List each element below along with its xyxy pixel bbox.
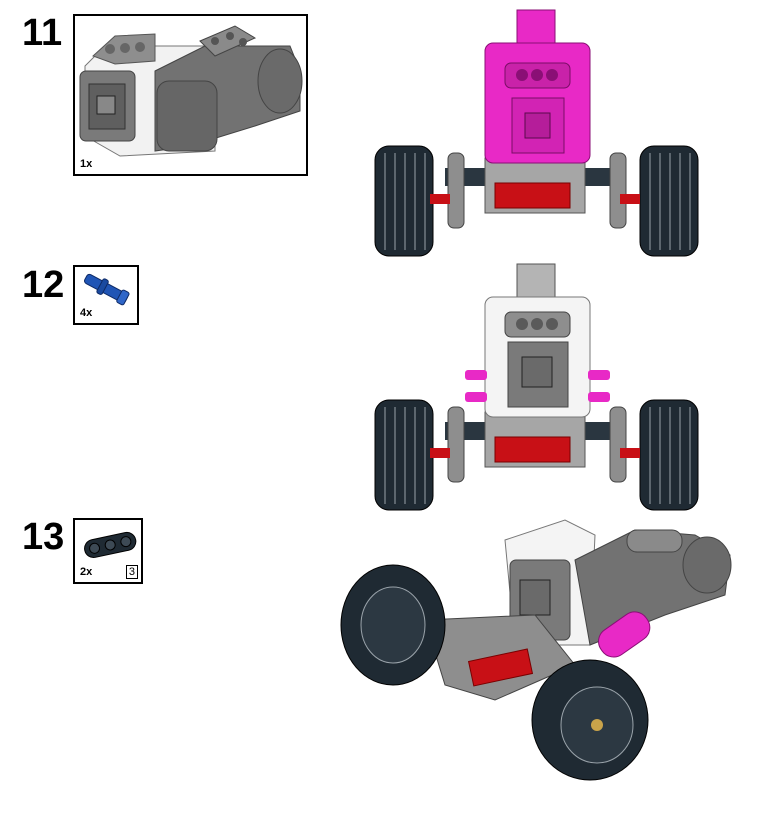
part-quantity: 2x [80,566,93,578]
step-number-12: 12 [22,264,65,306]
part-quantity: 4x [80,307,93,319]
assembly-step-13-image [340,519,732,781]
assembly-step-12-image [374,263,699,511]
large-motor-part-image [79,25,303,157]
beam-3-part-image [84,531,137,559]
step-number-13: 13 [22,516,65,558]
parts-callout-step-11: 1x [73,14,308,176]
axle-pin-part-image [84,273,130,306]
parts-callout-step-12: 4x [73,265,139,325]
step-number-11: 11 [22,12,63,54]
assembly-step-11-image [374,9,699,257]
parts-callout-step-13: 2x 3 [73,518,143,584]
part-quantity: 1x [80,158,93,170]
part-length-badge: 3 [125,565,138,579]
